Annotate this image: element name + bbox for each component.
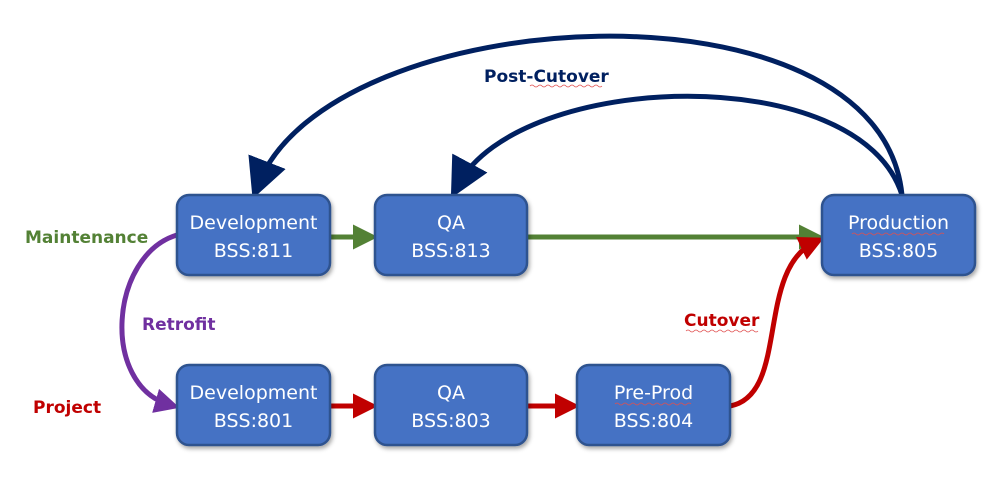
- node-prod805[interactable]: Production BSS:805: [820, 193, 977, 277]
- node-title: Production: [848, 212, 949, 234]
- lane-label-project: Project: [33, 398, 101, 418]
- spellcheck-underline: [851, 232, 945, 236]
- node-qa813[interactable]: QA BSS:813: [373, 193, 529, 277]
- node-title: QA: [437, 382, 465, 404]
- node-system-id: BSS:801: [214, 410, 294, 432]
- spellcheck-underline: [685, 329, 759, 333]
- node-title: Development: [190, 382, 318, 404]
- spellcheck-underline: [529, 84, 603, 88]
- edge-label-retrofit: Retrofit: [142, 315, 216, 335]
- node-system-id: BSS:811: [214, 240, 294, 262]
- node-title: Development: [190, 212, 318, 234]
- node-preprod804[interactable]: Pre-Prod BSS:804: [575, 363, 732, 447]
- node-system-id: BSS:813: [411, 240, 491, 262]
- edge-preprod804-to-prod805: [729, 237, 825, 409]
- node-dev801[interactable]: Development BSS:801: [175, 363, 332, 447]
- node-qa803[interactable]: QA BSS:803: [373, 363, 529, 447]
- node-system-id: BSS:803: [411, 410, 491, 432]
- edge-dev811-to-dev801: [119, 232, 180, 413]
- node-system-id: BSS:804: [614, 410, 694, 432]
- edges: [119, 33, 905, 419]
- lane-label-maintenance: Maintenance: [25, 228, 148, 248]
- edge-prod805-to-dev811: [248, 33, 905, 199]
- edge-prod805-to-qa813: [450, 93, 905, 199]
- node-system-id: BSS:805: [859, 240, 939, 262]
- node-dev811[interactable]: Development BSS:811: [175, 193, 332, 277]
- node-title: QA: [437, 212, 465, 234]
- edge-label-cutover: Cutover: [684, 311, 760, 331]
- edge-label-post-cutover: Post-Cutover: [484, 67, 609, 87]
- node-title: Pre-Prod: [614, 382, 693, 404]
- spellcheck-underline: [614, 402, 692, 406]
